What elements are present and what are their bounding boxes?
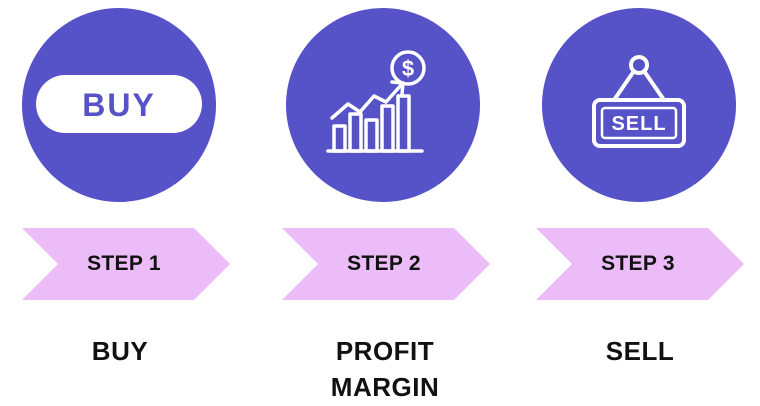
dollar-sign-icon: $ [402, 56, 414, 81]
chevron-shape [536, 228, 744, 300]
step-2-title-line-1: PROFIT [335, 336, 435, 366]
step-3-title: SELL [540, 333, 740, 369]
step-1-label: STEP 1 [87, 252, 161, 275]
sell-sign-text: SELL [611, 113, 666, 135]
step-1-title: BUY [20, 333, 220, 369]
step-3-label: STEP 3 [601, 252, 675, 275]
profit-chart-icon: $ [326, 50, 426, 153]
step-2-title: PROFIT MARGIN [285, 333, 485, 405]
chevron-shape [22, 228, 230, 300]
step-1-chevron: STEP 1 [22, 228, 230, 300]
step-1-title-line: BUY [91, 336, 149, 366]
sell-sign-icon: SELL [592, 55, 686, 148]
step-2-icon-circle: $ [286, 8, 480, 202]
step-1-icon-circle: BUY [22, 8, 216, 202]
chevron-shape [282, 228, 490, 300]
step-3-title-line: SELL [605, 336, 675, 366]
buy-pill-icon: BUY [36, 75, 202, 133]
step-2-label: STEP 2 [347, 252, 421, 275]
step-2-title-line-2: MARGIN [330, 372, 440, 402]
step-2-chevron: STEP 2 [282, 228, 490, 300]
step-3-icon-circle: SELL [542, 8, 736, 202]
step-3-chevron: STEP 3 [536, 228, 744, 300]
buy-pill-text: BUY [82, 87, 156, 123]
